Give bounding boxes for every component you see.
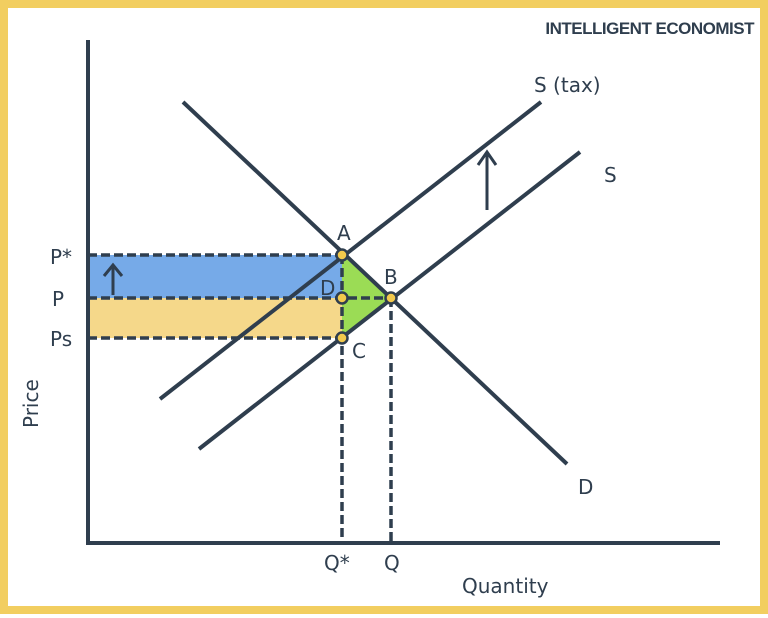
ps-label: Ps [50,327,72,351]
x-axis-label: Quantity [462,574,549,598]
point-a [335,248,349,262]
point-b [384,291,398,305]
point-b-label: B [384,265,398,289]
point-d-label: D [320,276,335,300]
demand-curve [181,100,569,466]
point-c-label: C [352,339,366,363]
p-label: P [52,287,64,311]
demand-label: D [578,475,593,499]
producer-tax-burden-area [88,298,342,338]
logo: INTELLIGENT ECONOMIST [545,19,755,38]
q-label: Q [384,551,400,575]
supply-tax-label: S (tax) [534,73,601,97]
consumer-tax-burden-area [88,255,342,298]
up-arrow-icon [102,262,124,295]
q-star-label: Q* [324,551,350,575]
supply-label: S [604,163,617,187]
y-axis-label: Price [19,379,43,428]
point-d [335,291,349,305]
p-star-label: P* [50,245,72,269]
point-c [335,331,349,345]
point-a-label: A [337,221,351,245]
supply-tax-curve [158,100,543,401]
up-arrow-icon [476,149,498,210]
